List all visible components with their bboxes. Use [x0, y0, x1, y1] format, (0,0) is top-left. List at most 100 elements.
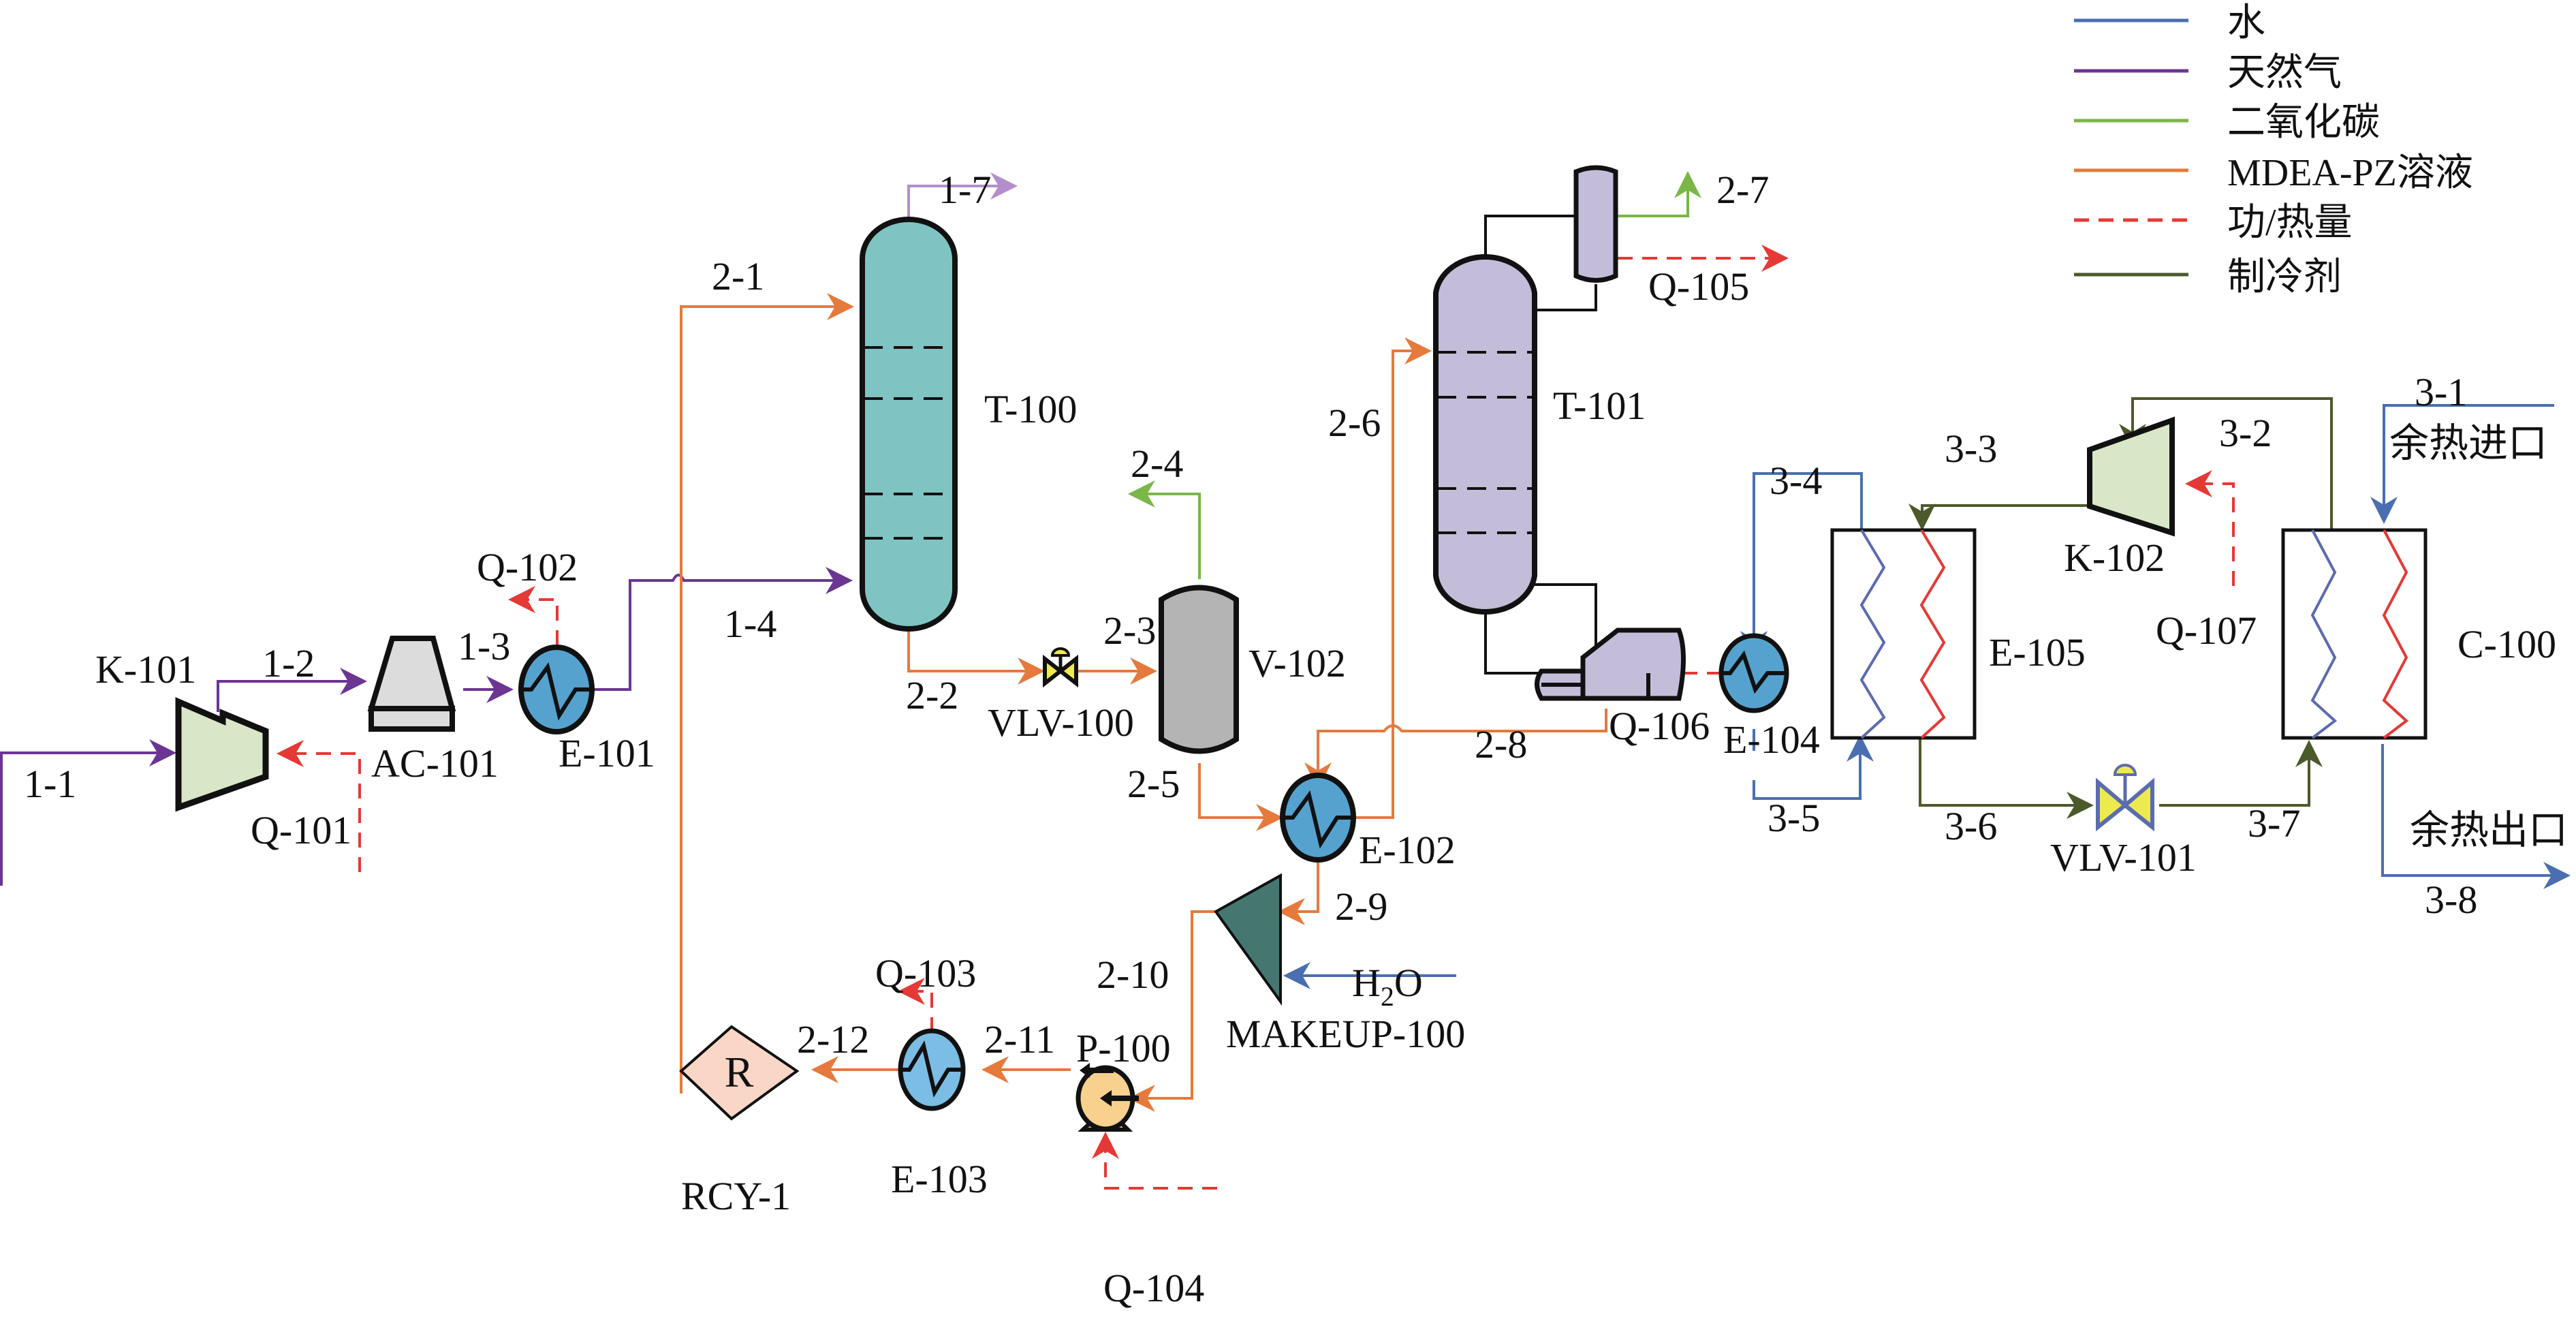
valve-vlv100[interactable]: [1043, 647, 1078, 688]
label-t100: T-100: [984, 387, 1077, 431]
stream-labels: 1-1 1-2 1-3 1-4 1-7 2-1 2-2 2-3 2-4 2-5 …: [24, 168, 2477, 1062]
valve-icon: [2096, 777, 2154, 832]
reboiler-vapor-line: [1535, 583, 1597, 651]
stream-3-5: [1753, 734, 1874, 800]
label-stream-1-4: 1-4: [724, 602, 776, 646]
label-v102: V-102: [1248, 641, 1346, 685]
label-stream-3-4: 3-4: [1770, 459, 1822, 503]
label-q102: Q-102: [477, 545, 578, 589]
valve-vlv101[interactable]: [2096, 764, 2154, 832]
label-p100: P-100: [1076, 1026, 1171, 1070]
label-stream-1-1: 1-1: [24, 762, 76, 806]
equipment-labels: K-101 AC-101 E-101 T-100 VLV-100 V-102 T…: [95, 384, 2556, 1218]
label-k101: K-101: [95, 647, 196, 692]
energy-q101: [277, 740, 361, 872]
label-stream-3-3: 3-3: [1945, 427, 1997, 471]
annotations: 余热进口 余热出口: [2389, 421, 2568, 852]
heat-exchanger-e105[interactable]: [1830, 528, 1977, 740]
air-cooler-ac101[interactable]: [367, 636, 456, 732]
energy-q107: [2185, 470, 2235, 586]
label-stream-h2o: H2O: [1352, 961, 1423, 1012]
column-icon: [860, 217, 958, 632]
reboiler-feed-line: [1484, 612, 1579, 675]
label-stream-2-3: 2-3: [1103, 608, 1156, 653]
label-makeup100: MAKEUP-100: [1226, 1012, 1465, 1056]
air-cooler-icon: [367, 636, 456, 711]
reboiler-icon: [1580, 627, 1686, 701]
label-stream-2-6: 2-6: [1328, 401, 1381, 445]
heat-exchanger-e101[interactable]: [518, 645, 595, 734]
label-stream-3-6: 3-6: [1945, 804, 1997, 848]
pump-p100[interactable]: [1075, 1063, 1139, 1132]
label-e103: E-103: [891, 1157, 988, 1201]
legend-label-co2: 二氧化碳: [2227, 102, 2380, 144]
legend: 水 天然气 二氧化碳 MDEA-PZ溶液 功/热量 制冷剂: [2074, 2, 2473, 298]
legend-item-mdea-pz: MDEA-PZ溶液: [2074, 152, 2473, 194]
stream-3-3: [1909, 503, 2096, 531]
label-stream-2-5: 2-5: [1127, 762, 1180, 806]
stream-1-1: [0, 739, 176, 886]
label-stream-2-9: 2-9: [1335, 884, 1387, 929]
label-stream-2-1: 2-1: [712, 254, 764, 298]
stripper-column-t101[interactable]: [1433, 254, 1537, 615]
reboiler[interactable]: [1535, 627, 1686, 701]
stream-1-7: [907, 172, 1018, 219]
heat-exchanger-coil: [1722, 650, 1786, 694]
condenser-vapor-line: [1484, 215, 1577, 266]
heat-exchanger-e102[interactable]: [1280, 773, 1356, 863]
label-rcy1: RCY-1: [681, 1174, 791, 1218]
separator-v102[interactable]: [1159, 585, 1239, 754]
compressor-icon: [2087, 416, 2175, 537]
stream-2-1: [680, 293, 854, 1094]
mixer-icon: [1214, 873, 1282, 1006]
h2o-main: H: [1352, 961, 1381, 1005]
legend-label-mdea-pz: MDEA-PZ溶液: [2227, 152, 2473, 194]
legend-label-refrigerant: 制冷剂: [2227, 256, 2342, 298]
heat-exchanger-coil: [522, 662, 590, 721]
label-stream-2-12: 2-12: [797, 1017, 869, 1062]
recycle-icon: [679, 1025, 800, 1121]
stream-3-1: [2370, 404, 2554, 524]
label-stream-1-2: 1-2: [262, 641, 315, 685]
heat-exchanger-icon: [1280, 773, 1356, 863]
mixer-makeup100[interactable]: [1214, 873, 1282, 1006]
valve-actuator-icon: [1050, 647, 1071, 657]
label-q105: Q-105: [1648, 264, 1749, 309]
compressor-k102[interactable]: [2087, 416, 2175, 537]
label-q101: Q-101: [251, 808, 351, 852]
energy-q102: [508, 586, 559, 645]
absorber-column-t100[interactable]: [860, 217, 958, 632]
plate-exchanger-icon: [1830, 528, 1977, 740]
stream-2-9: [1278, 852, 1319, 925]
label-stream-2-2: 2-2: [906, 673, 958, 717]
compressor-k101[interactable]: [175, 697, 269, 812]
energy-q103: [898, 978, 933, 1032]
label-stream-3-5: 3-5: [1768, 796, 1820, 840]
label-stream-2-10: 2-10: [1097, 952, 1169, 997]
label-e104: E-104: [1723, 717, 1820, 762]
legend-item-energy: 功/热量: [2074, 202, 2353, 244]
heat-exchanger-e103[interactable]: [898, 1028, 966, 1111]
stream-3-6: [1919, 737, 2094, 819]
heat-exchanger-c100[interactable]: [2281, 528, 2428, 740]
condenser-reflux-line: [1535, 284, 1597, 311]
recycle-symbol: R: [725, 1048, 754, 1096]
stream-2-10: [1128, 910, 1216, 1112]
legend-item-refrigerant: 制冷剂: [2074, 256, 2342, 298]
energy-q104: [1092, 1132, 1217, 1190]
stream-2-8: [1304, 709, 1607, 790]
legend-label-water: 水: [2227, 2, 2265, 44]
label-stream-1-7: 1-7: [939, 168, 991, 212]
label-stream-2-7: 2-7: [1716, 168, 1769, 212]
label-k102: K-102: [2064, 536, 2165, 580]
condenser-drum[interactable]: [1573, 165, 1618, 283]
label-q106: Q-106: [1609, 704, 1710, 748]
stream-3-2: [2119, 397, 2333, 530]
recycle-rcy1[interactable]: R: [679, 1025, 800, 1121]
h2o-tail: O: [1394, 961, 1423, 1005]
label-stream-3-2: 3-2: [2219, 411, 2272, 455]
heat-exchanger-e104[interactable]: [1718, 633, 1789, 713]
label-q104: Q-104: [1103, 1266, 1204, 1310]
label-ac101: AC-101: [371, 741, 499, 786]
